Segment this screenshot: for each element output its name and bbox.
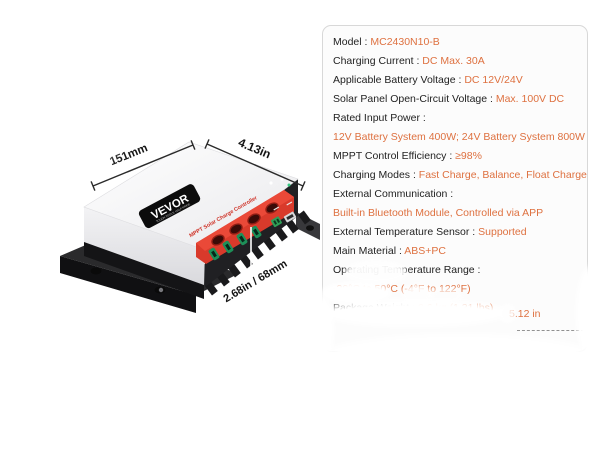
spec-label: Solar Panel Open-Circuit Voltage : — [333, 93, 496, 105]
spec-row: Solar Panel Open-Circuit Voltage : Max. … — [333, 90, 578, 109]
screw — [158, 287, 164, 293]
temp-sensor-port — [270, 216, 282, 228]
dimension-line-width — [204, 139, 306, 191]
dim-label-width: 4.13in — [236, 135, 273, 161]
erased-region — [405, 289, 429, 300]
spec-value: ≥98% — [455, 150, 482, 162]
svg-text:4.13in: 4.13in — [236, 135, 273, 161]
spec-label: Model : — [333, 36, 371, 48]
dimension-line-depth — [90, 140, 196, 191]
spec-row: Model : MC2430N10-B — [333, 33, 578, 52]
erased-region — [318, 342, 598, 382]
spec-value: MC2430N10-B — [370, 36, 440, 48]
spec-value: ABS+PC — [404, 245, 446, 257]
spec-row: Rated Input Power : — [333, 109, 578, 128]
base-band — [84, 241, 204, 299]
dim-label-depth: 151mm — [108, 142, 149, 168]
divider-dashed — [517, 330, 589, 331]
erased-region — [310, 300, 328, 360]
spec-label: Rated Input Power : — [333, 112, 426, 124]
led-indicator — [269, 181, 273, 185]
spec-label: Applicable Battery Voltage : — [333, 74, 465, 86]
spec-label: External Communication : — [333, 188, 454, 200]
erased-region — [502, 307, 513, 320]
spec-row: Charging Modes : Fast Charge, Balance, F… — [333, 166, 587, 185]
led-indicator — [280, 177, 284, 181]
erased-region — [350, 266, 402, 279]
spec-row: External Temperature Sensor : Supported — [333, 223, 578, 242]
heatsink-fins — [205, 210, 311, 296]
spec-value: Fast Charge, Balance, Float Charge — [418, 169, 587, 181]
erased-region — [330, 306, 500, 320]
spec-value: DC Max. 30A — [422, 55, 485, 67]
terminal-hole — [265, 202, 279, 214]
spec-row: 12V Battery System 400W; 24V Battery Sys… — [333, 128, 585, 147]
spec-row: Charging Current : DC Max. 30A — [333, 52, 578, 71]
spec-value: DC 12V/24V — [464, 74, 523, 86]
terminal-hole — [211, 234, 225, 246]
erased-region — [582, 272, 600, 352]
screw-hole — [306, 225, 314, 231]
erased-region — [326, 287, 386, 299]
spec-label: Charging Modes : — [333, 169, 419, 181]
terminal-slots — [208, 225, 262, 261]
spec-label: Charging Current : — [333, 55, 423, 67]
spec-row: External Communication : — [333, 185, 578, 204]
spec-row: Built-in Bluetooth Module, Controlled vi… — [333, 204, 578, 223]
spec-value: Built-in Bluetooth Module, Controlled vi… — [333, 207, 544, 219]
body-side — [84, 207, 205, 285]
spec-label: External Temperature Sensor : — [333, 226, 479, 238]
spec-label: MPPT Control Efficiency : — [333, 150, 456, 162]
spec-row: Applicable Battery Voltage : DC 12V/24V — [333, 71, 578, 90]
dimension-line-height — [245, 227, 257, 272]
spec-row: MPPT Control Efficiency : ≥98% — [333, 147, 578, 166]
erased-region — [414, 356, 434, 376]
erased-region — [30, 80, 114, 152]
terminal-cover — [196, 190, 294, 264]
terminal-hole — [229, 223, 243, 235]
led-indicator — [287, 183, 291, 187]
terminal-hole — [247, 213, 261, 225]
spec-value: Max. 100V DC — [495, 93, 565, 105]
side-ports — [270, 201, 297, 228]
spec-fragment-dimensions: 5.12 in — [509, 308, 541, 320]
svg-text:151mm: 151mm — [108, 142, 149, 168]
spec-row: Main Material : ABS+PC — [333, 242, 578, 261]
spec-value: Supported — [478, 226, 527, 238]
erased-region — [432, 291, 458, 300]
screw-hole — [90, 267, 102, 275]
spec-value: 12V Battery System 400W; 24V Battery Sys… — [333, 131, 585, 143]
spec-label: Main Material : — [333, 245, 405, 257]
